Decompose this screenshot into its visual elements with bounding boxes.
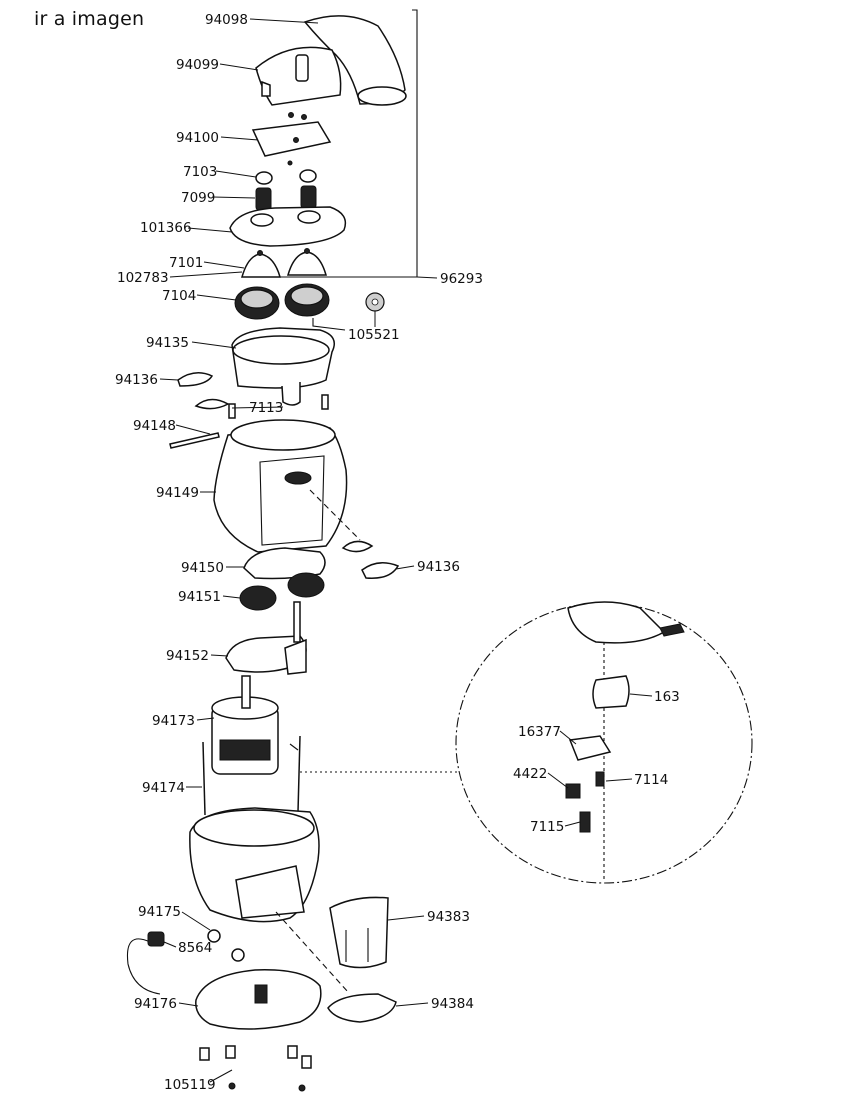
label-94099[interactable]: 94099 [176,57,219,73]
part-105521-disc[interactable] [365,292,385,312]
part-94100-plate[interactable] [251,121,332,157]
part-7115-spring[interactable] [579,811,591,833]
part-7101-dome[interactable] [241,248,327,278]
label-94136-lower[interactable]: 94136 [417,559,460,575]
part-94136-latch[interactable] [177,372,230,410]
part-94174-bolt[interactable] [202,741,206,816]
part-94136-latch-lower[interactable] [341,540,374,553]
label-7113[interactable]: 7113 [249,400,284,416]
part-94098-spout[interactable] [303,15,407,106]
part-101366-cover-plate[interactable] [229,206,347,247]
label-94098[interactable]: 94098 [205,12,248,28]
label-94150[interactable]: 94150 [181,560,224,576]
part-7113-pin[interactable] [228,403,236,419]
part-94135-bowl[interactable] [231,327,335,406]
leader-line [309,489,361,541]
label-94135[interactable]: 94135 [146,335,189,351]
part-wire [289,743,299,751]
part-7099-spring[interactable] [255,185,317,211]
detail-switch-housing [567,601,685,644]
part-163-capacitor[interactable] [592,675,630,709]
label-94152[interactable]: 94152 [166,648,209,664]
detail-circle [455,602,753,884]
part-94099-lid[interactable] [255,46,342,106]
label-7101[interactable]: 7101 [169,255,204,271]
leader-line [275,911,349,993]
part-94173-motor[interactable] [211,675,279,775]
part-8564-power-cord[interactable] [126,931,165,995]
part-screw [288,112,294,118]
part-94149-housing[interactable] [213,419,348,553]
label-101366[interactable]: 101366 [140,220,192,236]
part-94383-cup[interactable] [329,896,389,969]
part-94176-base-plate[interactable] [195,969,322,1030]
label-163[interactable]: 163 [654,689,680,705]
label-8564[interactable]: 8564 [178,940,213,956]
label-94148[interactable]: 94148 [133,418,176,434]
part-16377-bracket[interactable] [568,735,612,761]
group-bracket [270,9,418,278]
label-105119[interactable]: 105119 [164,1077,216,1093]
label-102783[interactable]: 102783 [117,270,169,286]
label-7115[interactable]: 7115 [530,819,565,835]
label-7114[interactable]: 7114 [634,772,669,788]
part-94148-rod[interactable] [169,432,220,449]
label-94173[interactable]: 94173 [152,713,195,729]
label-105521[interactable]: 105521 [348,327,400,343]
label-94151[interactable]: 94151 [178,589,221,605]
part-94150-seal[interactable] [243,547,326,580]
part-94151-coupling[interactable] [239,572,325,611]
label-94384[interactable]: 94384 [431,996,474,1012]
part-screw [287,160,293,166]
go-to-image-link[interactable]: ir a imagen [34,8,145,30]
label-7103[interactable]: 7103 [183,164,218,180]
part-7103-cap[interactable] [255,169,317,185]
part-screw [301,114,307,120]
part-94174-bolt[interactable] [297,735,301,813]
part-94136-latch-lower[interactable] [361,562,400,579]
label-7104[interactable]: 7104 [162,288,197,304]
part-4422-switch[interactable] [565,783,581,799]
label-94176[interactable]: 94176 [134,996,177,1012]
label-7099[interactable]: 7099 [181,190,216,206]
label-94383[interactable]: 94383 [427,909,470,925]
label-94136[interactable]: 94136 [115,372,158,388]
leader-line [312,318,346,331]
label-4422[interactable]: 4422 [513,766,548,782]
label-94149[interactable]: 94149 [156,485,199,501]
part-94175-cord-clamp[interactable] [207,929,245,962]
label-94175[interactable]: 94175 [138,904,181,920]
part-pin [321,394,329,410]
part-94384-drip-tray[interactable] [327,993,397,1023]
part-7104-knife-basket[interactable] [234,283,330,320]
label-96293[interactable]: 96293 [440,271,483,287]
part-motor-base-body[interactable] [189,807,320,923]
part-105119-foot[interactable] [199,1045,312,1092]
label-94174[interactable]: 94174 [142,780,185,796]
label-16377[interactable]: 16377 [518,724,561,740]
part-7114-spring[interactable] [595,771,605,787]
part-94152-gear-base[interactable] [225,601,307,675]
label-94100[interactable]: 94100 [176,130,219,146]
